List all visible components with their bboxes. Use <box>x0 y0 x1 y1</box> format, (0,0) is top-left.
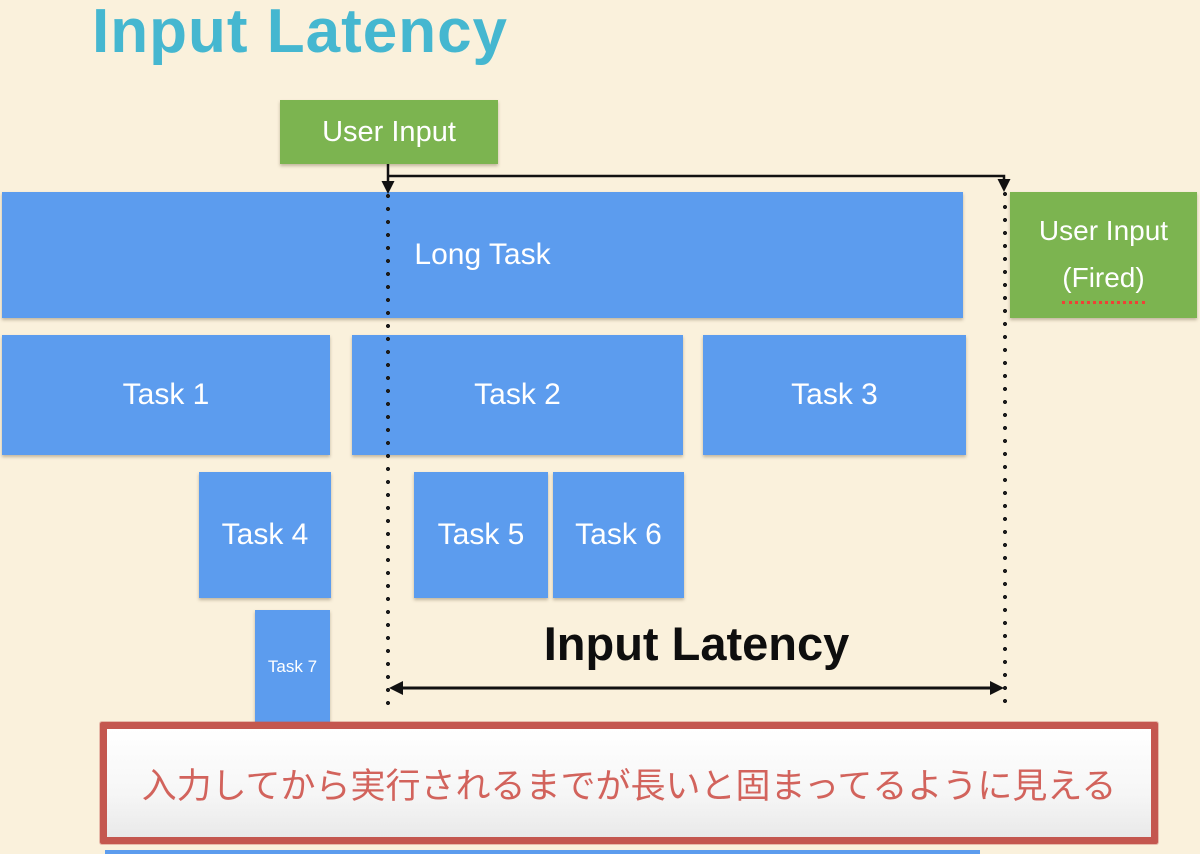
annotation-box: 入力してから実行されるまでが長いと固まってるように見える <box>100 722 1158 844</box>
task-3-box: Task 3 <box>703 335 966 455</box>
task-5-box: Task 5 <box>414 472 548 598</box>
long-task-box: Long Task <box>2 192 963 318</box>
user-input-fired-line2: (Fired) <box>1062 254 1145 304</box>
slide-title: Input Latency <box>92 0 509 66</box>
latency-span-double-arrow <box>389 681 1004 695</box>
user-input-fired-line1: User Input <box>1038 214 1169 246</box>
dotted-guide-left <box>386 194 390 712</box>
user-input-to-fired-arrow <box>389 174 1011 192</box>
task-2-box: Task 2 <box>352 335 683 455</box>
task-4-box: Task 4 <box>199 472 331 598</box>
task-1-label: Task 1 <box>122 378 210 411</box>
user-input-fired-box: User Input (Fired) <box>1010 192 1197 318</box>
user-input-label: User Input <box>322 115 456 148</box>
task-7-label: Task 7 <box>267 657 318 676</box>
dotted-guide-right <box>1003 192 1007 712</box>
task-4-label: Task 4 <box>221 518 309 551</box>
task-5-label: Task 5 <box>437 518 525 551</box>
user-input-box: User Input <box>280 100 498 164</box>
partial-task-strip <box>105 850 980 854</box>
task-3-label: Task 3 <box>791 378 878 411</box>
user-input-down-arrow <box>381 164 395 194</box>
task-1-box: Task 1 <box>2 335 330 455</box>
input-latency-span-label: Input Latency <box>543 617 850 670</box>
annotation-text: 入力してから実行されるまでが長いと固まってるように見える <box>141 766 1117 806</box>
task-7-box: Task 7 <box>255 610 330 724</box>
task-6-label: Task 6 <box>575 518 662 551</box>
long-task-label: Long Task <box>414 238 551 271</box>
task-2-label: Task 2 <box>474 378 561 411</box>
task-6-box: Task 6 <box>553 472 684 598</box>
